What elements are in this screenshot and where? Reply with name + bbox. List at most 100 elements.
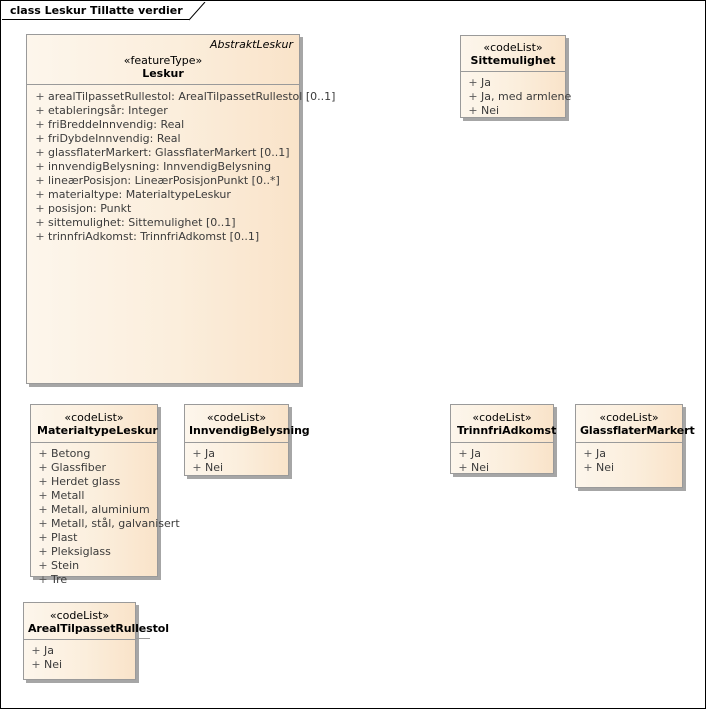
class-name: ArealTilpassetRullestol — [28, 622, 169, 635]
class-header-sittemulighet: «codeList» Sittemulighet — [461, 36, 565, 72]
attribute-row: +Ja — [189, 447, 284, 461]
class-box-sittemulighet[interactable]: «codeList» Sittemulighet +Ja +Ja, med ar… — [460, 35, 571, 118]
attribute-row: +Metall, stål, galvanisert — [35, 517, 179, 531]
class-attributes-areal-tilpasset-rullestol: +Ja +Nei — [24, 640, 135, 676]
class-name: TrinnfriAdkomst — [457, 424, 557, 437]
attribute-text: friDybdeInnvendig: Real — [48, 132, 181, 145]
attribute-text: Nei — [205, 461, 224, 474]
visibility-marker: + — [458, 447, 468, 460]
class-attributes-sittemulighet: +Ja +Ja, med armlene +Nei — [461, 72, 571, 122]
class-stereotype: «featureType» — [123, 54, 203, 67]
visibility-marker: + — [38, 531, 48, 544]
attribute-row: +Ja, med armlene — [465, 90, 571, 104]
visibility-marker: + — [38, 447, 48, 460]
visibility-marker: + — [35, 230, 45, 243]
attribute-row: +Betong — [35, 447, 153, 461]
visibility-marker: + — [468, 90, 478, 103]
visibility-marker: + — [35, 132, 45, 145]
attribute-text: Metall — [51, 489, 85, 502]
attribute-row: +arealTilpassetRullestol: ArealTilpasset… — [32, 90, 335, 104]
class-attributes-trinnfri-adkomst: +Ja +Nei — [451, 443, 553, 479]
visibility-marker: + — [468, 76, 478, 89]
class-attributes-materialtype-leskur: +Betong +Glassfiber +Herdet glass +Metal… — [31, 443, 179, 591]
attribute-text: Nei — [471, 461, 490, 474]
class-stereotype: «codeList» — [599, 411, 659, 424]
class-stereotype: «codeList» — [483, 41, 543, 54]
attribute-text: Pleksiglass — [51, 545, 111, 558]
visibility-marker: + — [583, 447, 593, 460]
attribute-row: +Ja — [455, 447, 549, 461]
attribute-row: +Nei — [465, 104, 561, 118]
class-box-innvendig-belysning[interactable]: «codeList» InnvendigBelysning +Ja +Nei — [184, 404, 310, 479]
visibility-marker: + — [31, 658, 41, 671]
attribute-row: +trinnfriAdkomst: TrinnfriAdkomst [0..1] — [32, 230, 295, 244]
attribute-row: +Stein — [35, 559, 153, 573]
visibility-marker: + — [35, 174, 45, 187]
visibility-marker: + — [38, 517, 48, 530]
attribute-text: Betong — [51, 447, 91, 460]
class-stereotype: «codeList» — [64, 411, 124, 424]
attribute-text: Nei — [596, 461, 615, 474]
diagram-frame-tab-body: class Leskur Tillatte verdier — [2, 2, 189, 20]
attribute-text: Nei — [44, 658, 63, 671]
class-box-leskur[interactable]: AbstraktLeskur «featureType» Leskur +are… — [26, 34, 335, 384]
attribute-text: Ja — [481, 76, 491, 89]
class-header-trinnfri-adkomst: «codeList» TrinnfriAdkomst — [451, 405, 557, 443]
abstract-parent-label: AbstraktLeskur — [210, 38, 293, 51]
diagram-frame-tab-slant — [188, 1, 207, 21]
class-box-glassflater-markert[interactable]: «codeList» GlassflaterMarkert +Ja +Nei — [575, 404, 695, 488]
attribute-row: +Tre — [35, 573, 153, 587]
visibility-marker: + — [468, 104, 478, 117]
visibility-marker: + — [35, 90, 45, 103]
visibility-marker: + — [38, 559, 48, 572]
attribute-text: sittemulighet: Sittemulighet [0..1] — [48, 216, 236, 229]
class-box-trinnfri-adkomst[interactable]: «codeList» TrinnfriAdkomst +Ja +Nei — [450, 404, 557, 474]
attribute-text: materialtype: MaterialtypeLeskur — [48, 188, 231, 201]
attribute-row: +Ja — [28, 644, 131, 658]
visibility-marker: + — [192, 461, 202, 474]
attribute-text: Metall, aluminium — [51, 503, 150, 516]
class-box-materialtype-leskur[interactable]: «codeList» MaterialtypeLeskur +Betong +G… — [30, 404, 180, 586]
visibility-marker: + — [38, 489, 48, 502]
attribute-text: Ja — [44, 644, 54, 657]
class-box-areal-tilpasset-rullestol[interactable]: «codeList» ArealTilpassetRullestol +Ja +… — [23, 602, 169, 680]
attribute-text: Metall, stål, galvanisert — [51, 517, 180, 530]
attribute-text: trinnfriAdkomst: TrinnfriAdkomst [0..1] — [48, 230, 260, 243]
attribute-row: +Plast — [35, 531, 153, 545]
attribute-row: +Herdet glass — [35, 475, 153, 489]
class-stereotype: «codeList» — [49, 609, 110, 622]
visibility-marker: + — [458, 461, 468, 474]
visibility-marker: + — [38, 475, 48, 488]
attribute-row: +Ja — [580, 447, 678, 461]
attribute-text: lineærPosisjon: LineærPosisjonPunkt [0..… — [48, 174, 280, 187]
class-attributes-innvendig-belysning: +Ja +Nei — [185, 443, 288, 479]
visibility-marker: + — [35, 202, 45, 215]
attribute-text: friBreddeInnvendig: Real — [48, 118, 185, 131]
attribute-row: +materialtype: MaterialtypeLeskur — [32, 188, 295, 202]
visibility-marker: + — [35, 118, 45, 131]
class-header-innvendig-belysning: «codeList» InnvendigBelysning — [185, 405, 310, 443]
visibility-marker: + — [35, 188, 45, 201]
attribute-text: Ja, med armlene — [481, 90, 572, 103]
class-attributes-leskur: +arealTilpassetRullestol: ArealTilpasset… — [27, 85, 335, 248]
attribute-row: +sittemulighet: Sittemulighet [0..1] — [32, 216, 295, 230]
attribute-text: Ja — [596, 447, 606, 460]
visibility-marker: + — [583, 461, 593, 474]
attribute-text: Herdet glass — [51, 475, 121, 488]
attribute-row: +posisjon: Punkt — [32, 202, 295, 216]
attribute-row: +Nei — [28, 658, 131, 672]
attribute-row: +Glassfiber — [35, 461, 153, 475]
attribute-text: posisjon: Punkt — [48, 202, 132, 215]
class-name: GlassflaterMarkert — [580, 424, 695, 437]
visibility-marker: + — [35, 146, 45, 159]
attribute-row: +innvendigBelysning: InnvendigBelysning — [32, 160, 295, 174]
attribute-text: Ja — [471, 447, 481, 460]
diagram-title: class Leskur Tillatte verdier — [10, 4, 183, 17]
attribute-row: +Nei — [580, 461, 678, 475]
class-name: Leskur — [142, 67, 184, 80]
diagram-frame-tab: class Leskur Tillatte verdier — [2, 1, 207, 21]
attribute-text: Plast — [51, 531, 78, 544]
attribute-row: +glassflaterMarkert: GlassflaterMarkert … — [32, 146, 295, 160]
attribute-text: innvendigBelysning: InnvendigBelysning — [48, 160, 272, 173]
